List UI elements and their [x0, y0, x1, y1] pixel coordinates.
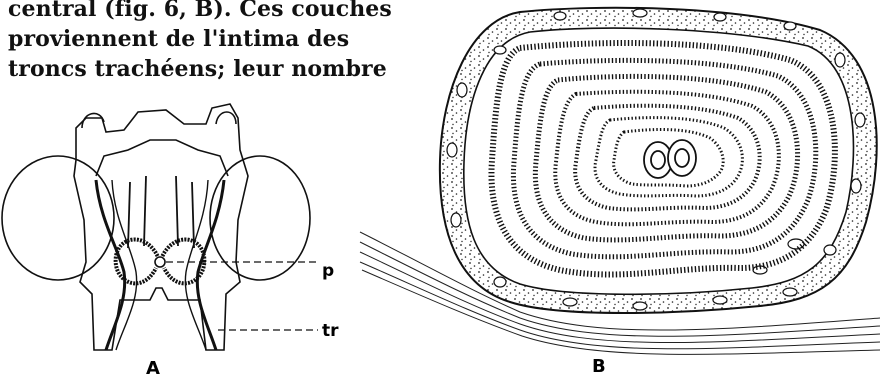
label-p: p: [322, 261, 334, 281]
trachea-loop-left: [116, 239, 160, 283]
label-tr: tr: [322, 321, 339, 341]
central-tube-2: [144, 176, 146, 246]
right-antenna-base: [216, 112, 236, 124]
central-tube-3: [176, 176, 178, 246]
central-tube-4: [192, 182, 194, 248]
caption-a: A: [146, 358, 160, 374]
trachea-left-outer: [96, 180, 125, 350]
figure-a-drawing: [2, 104, 318, 350]
central-knot: [155, 257, 165, 267]
central-tube-1: [128, 182, 130, 248]
head-outline: [74, 104, 248, 350]
caption-b: B: [592, 356, 606, 374]
figure-b-drawing: [360, 8, 880, 355]
frontal-area: [96, 140, 228, 176]
left-antenna-base: [82, 113, 104, 128]
